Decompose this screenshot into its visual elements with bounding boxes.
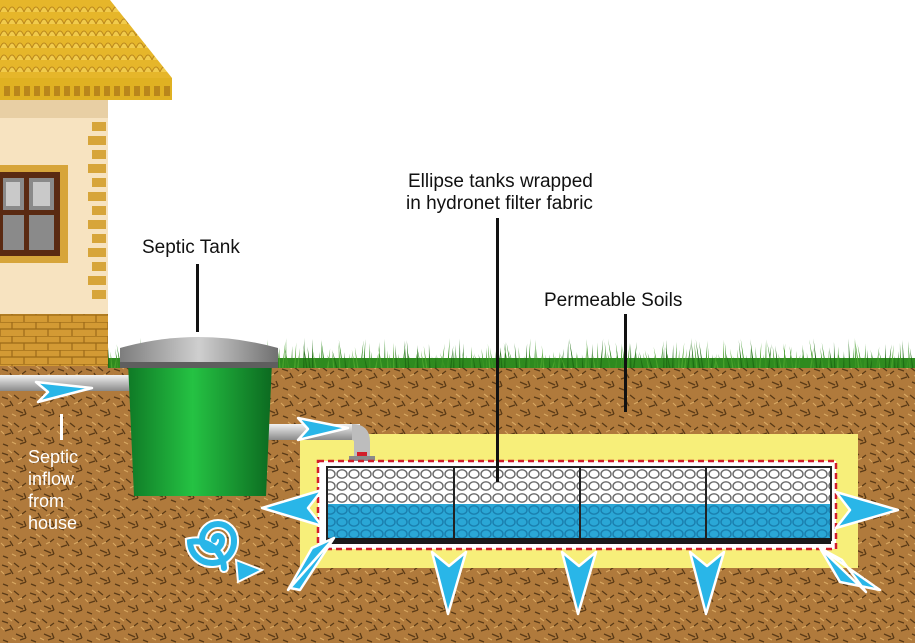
septic-tank-label: Septic Tank (142, 237, 240, 258)
ellipse-tanks (316, 459, 838, 551)
ellipse-tanks-label-line1: Ellipse tanks wrapped (408, 171, 593, 192)
brick-base (0, 314, 108, 366)
flow-arrow-icon (688, 550, 726, 616)
inflow-pipe (0, 375, 130, 391)
inflow-leader (60, 414, 63, 440)
permeable-soils-label: Permeable Soils (544, 290, 683, 311)
quoin-bricks (88, 122, 106, 299)
flow-arrow-icon (296, 416, 350, 442)
house-wall-shadow (0, 100, 108, 118)
flow-arrow-icon (260, 488, 324, 528)
septic-tank (120, 337, 278, 496)
flow-arrow-icon (286, 536, 336, 592)
flow-arrow-icon (560, 550, 598, 616)
ellipse-tanks-leader (496, 218, 499, 482)
inflow-label-line3: from (28, 491, 64, 511)
inflow-label-line4: house (28, 513, 78, 533)
flow-arrow-icon (818, 546, 882, 594)
flow-arrows (34, 380, 900, 616)
inflow-label: Septic inflow from house (28, 446, 118, 534)
flow-arrow-icon (34, 380, 94, 404)
roof (0, 0, 172, 78)
inflow-label-line2: inflow (28, 469, 75, 489)
ellipse-tanks-label-line2: in hydronet filter fabric (406, 193, 593, 214)
spiral-swirl-icon (184, 519, 265, 584)
inflow-label-line1: Septic (28, 447, 79, 467)
window (0, 165, 68, 263)
septic-tank-leader (196, 264, 199, 332)
permeable-soils-leader (624, 314, 627, 412)
septic-tank-lid (120, 337, 278, 364)
flow-arrow-icon (834, 490, 900, 530)
house (0, 0, 172, 366)
roof-dentils (4, 86, 170, 96)
flow-arrow-icon (430, 550, 468, 616)
